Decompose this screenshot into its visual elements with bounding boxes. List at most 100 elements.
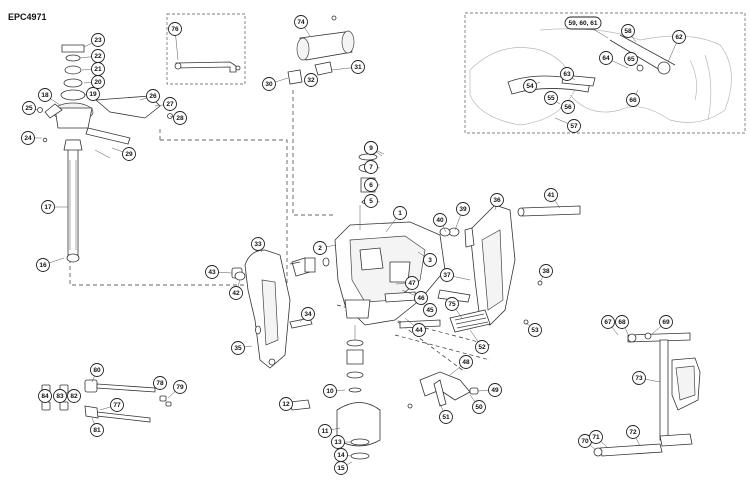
callout-number: 35 <box>234 345 242 352</box>
callout-number: 39 <box>459 206 467 213</box>
callout-number: 49 <box>491 387 499 394</box>
callout-69: 69 <box>659 315 673 329</box>
callout-number: 33 <box>254 241 262 248</box>
callout-36: 36 <box>490 193 504 207</box>
callout-38: 38 <box>539 264 553 278</box>
callout-number: 24 <box>24 135 32 142</box>
callout-3: 3 <box>423 253 437 267</box>
callout-number: 3 <box>428 257 432 264</box>
callout-number: 51 <box>442 414 450 421</box>
callout-34: 34 <box>301 307 315 321</box>
callout-number: 80 <box>93 367 101 374</box>
callout-number: 46 <box>417 295 425 302</box>
callout-83: 83 <box>53 389 67 403</box>
callout-number: 18 <box>41 92 49 99</box>
callout-number: 20 <box>94 79 102 86</box>
callout-number: 23 <box>94 37 102 44</box>
callout-79: 79 <box>173 380 187 394</box>
tube-group-74 <box>287 30 355 85</box>
callout-number: 70 <box>581 438 589 445</box>
callout-45: 45 <box>423 303 437 317</box>
callout-number: 75 <box>448 301 456 308</box>
callout-number: 59, 60, 61 <box>569 20 598 27</box>
callout-55: 55 <box>544 91 558 105</box>
callout-number: 31 <box>354 64 362 71</box>
callout-37: 37 <box>440 268 454 282</box>
callout-number: 72 <box>629 429 637 436</box>
steering-assembly <box>593 332 701 457</box>
callout-70: 70 <box>578 434 592 448</box>
callout-28: 28 <box>173 111 187 125</box>
lower-bracket-48 <box>419 371 479 407</box>
callout-number: 62 <box>675 34 683 41</box>
callout-73: 73 <box>632 371 646 385</box>
callout-20: 20 <box>91 75 105 89</box>
callout-43: 43 <box>205 265 219 279</box>
callout-number: 34 <box>304 311 312 318</box>
callout-number: 40 <box>436 217 444 224</box>
callout-29: 29 <box>122 147 136 161</box>
callout-number: 38 <box>542 268 550 275</box>
callout-number: 53 <box>531 327 539 334</box>
callout-57: 57 <box>567 119 581 133</box>
callout-21: 21 <box>91 62 105 76</box>
callout-30: 30 <box>262 77 276 91</box>
assembly-outline-left <box>69 126 288 286</box>
callout-number: 22 <box>94 53 102 60</box>
callout-number: 65 <box>627 56 635 63</box>
callout-18: 18 <box>38 88 52 102</box>
callout-number: 83 <box>56 393 64 400</box>
callout-number: 25 <box>25 105 33 112</box>
callout-77: 77 <box>110 398 124 412</box>
callout-number: 58 <box>624 28 632 35</box>
callout-53: 53 <box>528 323 542 337</box>
callout-number: 84 <box>41 393 49 400</box>
callout-63: 63 <box>560 67 574 81</box>
callout-number: 28 <box>176 115 184 122</box>
callout-number: 10 <box>326 388 334 395</box>
callout-15: 15 <box>334 461 348 475</box>
callout-44: 44 <box>412 323 426 337</box>
callout-number: 67 <box>604 319 612 326</box>
callout-42: 42 <box>229 286 243 300</box>
callout-41: 41 <box>544 188 558 202</box>
callout-84: 84 <box>38 389 52 403</box>
callout-number: 69 <box>662 319 670 326</box>
callout-9: 9 <box>364 141 378 155</box>
callout-number: 47 <box>408 280 416 287</box>
callout-6: 6 <box>364 178 378 192</box>
callout-22: 22 <box>91 49 105 63</box>
callout-layer: 1235678910111213141516171819202122232425… <box>21 15 686 475</box>
diagram-code: EPC4971 <box>8 12 47 22</box>
detail-box-76 <box>166 13 246 85</box>
callout-47: 47 <box>405 276 419 290</box>
callout-number: 15 <box>337 465 345 472</box>
callout-39: 39 <box>456 202 470 216</box>
transom-bracket-assembly <box>334 221 471 329</box>
callout-59-60-61: 59, 60, 61 <box>564 16 602 30</box>
callout-64: 64 <box>599 51 613 65</box>
callout-number: 52 <box>478 344 486 351</box>
callout-13: 13 <box>331 435 345 449</box>
callout-51: 51 <box>439 410 453 424</box>
callout-12: 12 <box>279 397 293 411</box>
callout-82: 82 <box>67 389 81 403</box>
callout-49: 49 <box>488 383 502 397</box>
callout-52: 52 <box>475 340 489 354</box>
callout-number: 76 <box>171 26 179 33</box>
callout-number: 30 <box>265 81 273 88</box>
callout-number: 7 <box>369 164 373 171</box>
callout-number: 36 <box>493 197 501 204</box>
callout-number: 78 <box>156 380 164 387</box>
drive-shaft-group <box>44 44 161 263</box>
callout-number: 19 <box>89 91 97 98</box>
callout-number: 55 <box>547 95 555 102</box>
clamp-bracket-left <box>231 249 313 369</box>
callout-number: 9 <box>369 145 373 152</box>
callout-number: 71 <box>592 434 600 441</box>
trim-sensor-52 <box>449 309 491 333</box>
callout-25: 25 <box>22 101 36 115</box>
callout-19: 19 <box>86 87 100 101</box>
